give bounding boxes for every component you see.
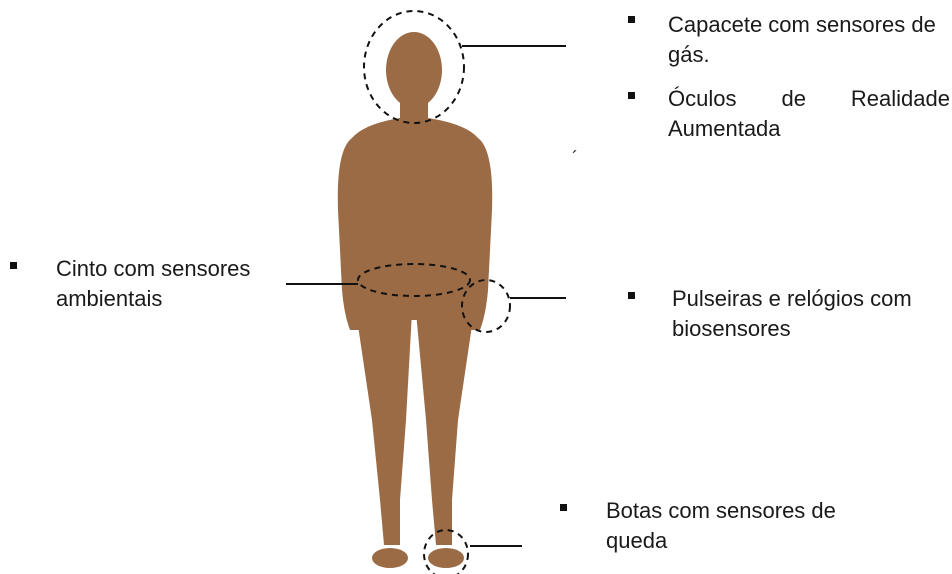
bullet-icon — [628, 292, 635, 299]
label-pulseiras: Pulseiras e relógios com biosensores — [672, 284, 912, 344]
stray-mark: ´ — [572, 148, 578, 168]
bullet-icon — [10, 262, 17, 269]
label-botas: Botas com sensores de queda — [606, 496, 846, 556]
bullet-icon — [628, 92, 635, 99]
human-silhouette — [338, 32, 492, 568]
bullet-icon — [628, 16, 635, 23]
bullet-icon — [560, 504, 567, 511]
label-cinto: Cinto com sensores ambientais — [56, 254, 296, 314]
label-capacete: Capacete com sensores de gás. — [668, 10, 952, 70]
label-oculos: Óculos de Realidade Aumentada — [668, 84, 950, 144]
